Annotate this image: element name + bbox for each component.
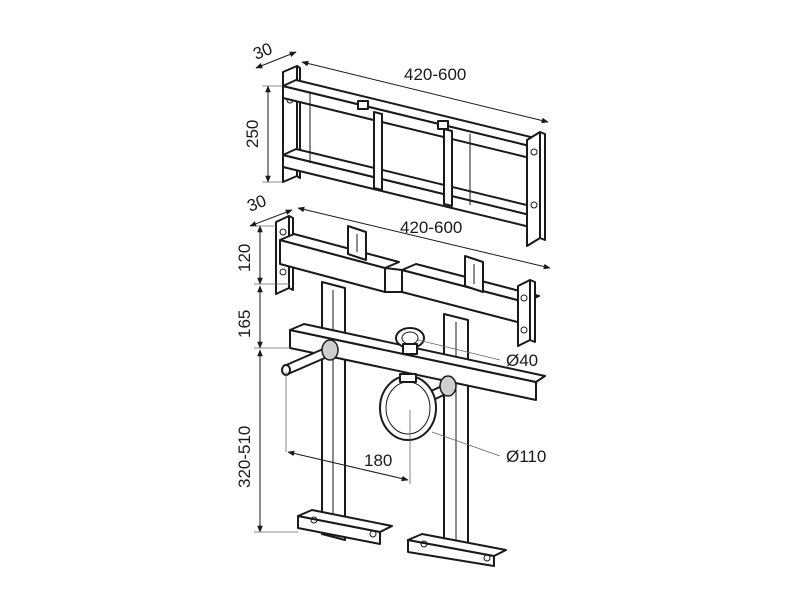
top-width-label: 420-600 (404, 65, 466, 84)
top-depth-label: 30 (250, 39, 275, 64)
large-pipe-diameter-label: Ø110 (506, 447, 546, 466)
pipe-spacing-label: 180 (364, 451, 392, 470)
frame-lower-height-label: 320-510 (235, 426, 254, 488)
top-height-label: 250 (243, 120, 262, 148)
frame-depth-label: 30 (244, 191, 269, 216)
frame-width-label: 420-600 (400, 218, 462, 237)
small-pipe-diameter-label: Ø40 (506, 351, 538, 370)
frame-dimensions (249, 206, 551, 533)
frame-upper-gap-label: 165 (235, 310, 254, 338)
frame-top-height-label: 120 (235, 244, 254, 272)
top-bracket-dimensions (255, 51, 549, 183)
